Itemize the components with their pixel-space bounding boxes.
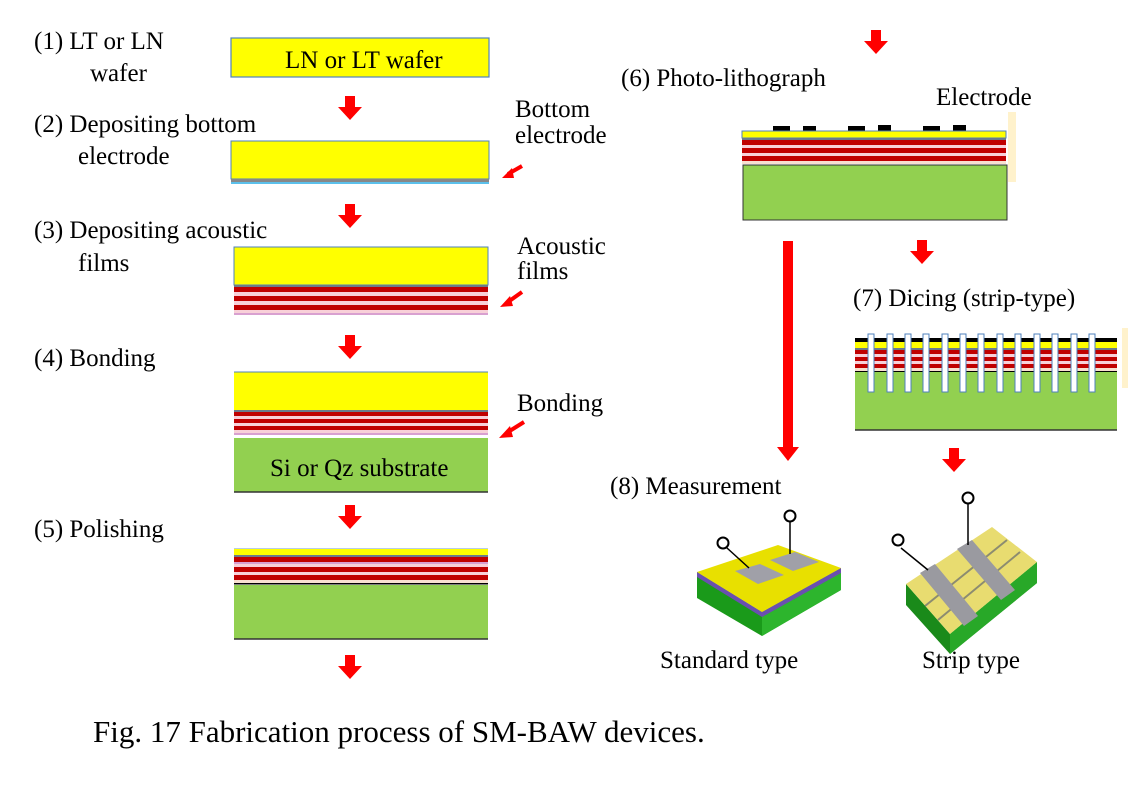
- callout-arrow-acoustic-films: [500, 290, 524, 307]
- arrow-7-to-8: [942, 448, 966, 472]
- callout-arrow-bonding: [499, 420, 526, 438]
- dicing-kerf: [867, 333, 875, 393]
- step4-stack: [234, 371, 488, 493]
- side-highlight: [1122, 328, 1128, 388]
- bottom-electrode-layer: [855, 348, 1117, 350]
- arrow-6-to-8: [777, 241, 799, 461]
- bottom-electrode-callout-line1: Bottom: [515, 96, 591, 123]
- callout-arrow-bottom-electrode: [502, 164, 523, 178]
- step3-stack: [233, 246, 489, 315]
- standard-type-device: [697, 509, 841, 636]
- step1-label-line2: wafer: [90, 60, 147, 87]
- arrow-5-to-6: [338, 655, 362, 679]
- dicing-kerf: [886, 333, 894, 393]
- wafer-inner-label: LN or LT wafer: [285, 47, 443, 74]
- step5-label: (5) Polishing: [34, 516, 164, 543]
- dicing-kerf: [904, 333, 912, 393]
- step4-label: (4) Bonding: [34, 345, 156, 372]
- strip-type-label: Strip type: [922, 647, 1020, 674]
- arrow-3-to-4: [338, 335, 362, 359]
- acoustic-band: [855, 350, 1117, 354]
- piezo-layer: [855, 342, 1117, 348]
- step8-label: (8) Measurement: [610, 473, 782, 500]
- dicing-kerf: [1051, 333, 1059, 393]
- step2-stack: [230, 140, 490, 184]
- substrate-inner-label: Si or Qz substrate: [270, 455, 448, 482]
- step6-stack: [741, 112, 1016, 221]
- acoustic-films-callout-line2: films: [517, 258, 569, 285]
- dicing-kerf: [1014, 333, 1022, 393]
- electrode-callout: Electrode: [936, 84, 1032, 111]
- step1-wafer: [230, 37, 490, 78]
- dicing-kerf: [922, 333, 930, 393]
- dicing-kerf: [1033, 333, 1041, 393]
- acoustic-band: [855, 364, 1117, 368]
- acoustic-band: [855, 368, 1117, 371]
- dicing-kerf: [1070, 333, 1078, 393]
- electrode-layer: [855, 338, 1117, 342]
- bottom-electrode-callout-line2: electrode: [515, 122, 607, 149]
- acoustic-band: [855, 361, 1117, 364]
- step3-label-line1: (3) Depositing acoustic: [34, 217, 268, 244]
- dicing-kerf: [941, 333, 949, 393]
- acoustic-band: [855, 354, 1117, 357]
- step5-stack: [234, 548, 488, 640]
- acoustic-films-callout-line1: Acoustic: [517, 233, 606, 260]
- figure-caption: Fig. 17 Fabrication process of SM-BAW de…: [93, 714, 705, 749]
- dicing-kerf: [977, 333, 985, 393]
- substrate: [855, 372, 1117, 430]
- bond-line: [855, 371, 1117, 372]
- step1-label-line1: (1) LT or LN: [34, 28, 164, 55]
- arrow-2-to-3: [338, 204, 362, 228]
- dicing-kerf: [959, 333, 967, 393]
- step3-label-line2: films: [78, 250, 130, 277]
- step2-label-line1: (2) Depositing bottom: [34, 111, 257, 138]
- arrow-6-to-7: [910, 240, 934, 264]
- acoustic-band: [855, 357, 1117, 361]
- standard-type-label: Standard type: [660, 647, 799, 674]
- bonding-callout: Bonding: [517, 390, 604, 417]
- step7-label: (7) Dicing (strip-type): [853, 285, 1076, 312]
- step6-label: (6) Photo-lithograph: [621, 65, 826, 92]
- arrow-1-to-2: [338, 96, 362, 120]
- dicing-kerf: [996, 333, 1004, 393]
- arrow-into-6: [864, 30, 888, 54]
- step2-label-line2: electrode: [78, 143, 170, 170]
- dicing-kerf: [1088, 333, 1096, 393]
- strip-type-device: [891, 491, 1037, 654]
- step7-diced-stack: [855, 328, 1128, 431]
- arrow-4-to-5: [338, 505, 362, 529]
